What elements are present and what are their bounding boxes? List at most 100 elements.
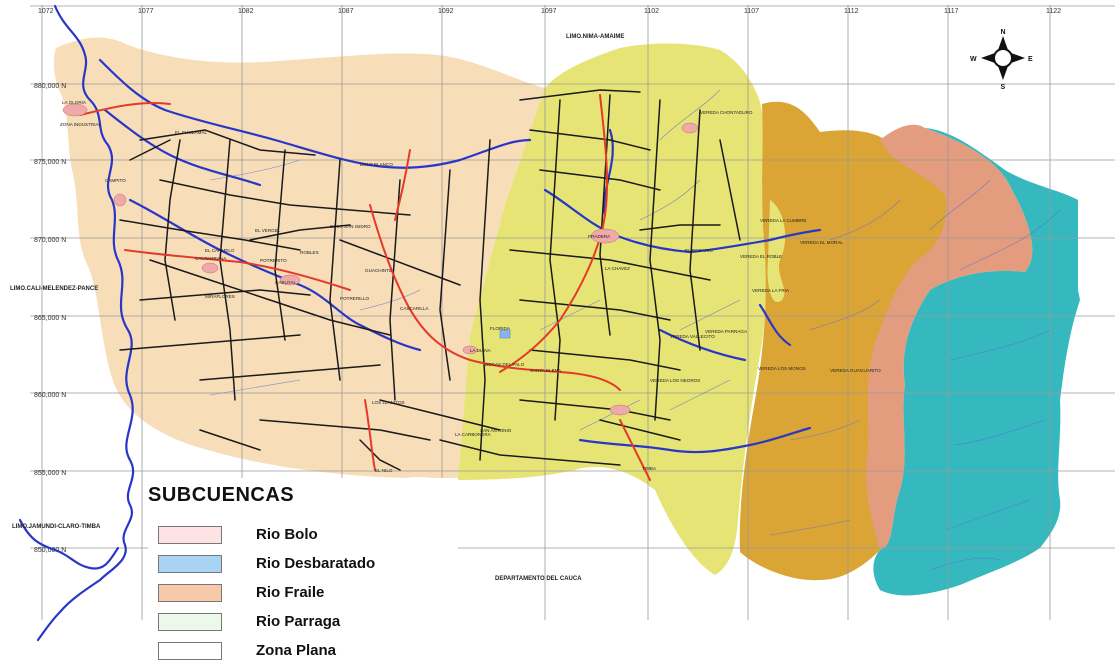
fraile-patch <box>808 239 861 299</box>
x-tick: 1107 <box>744 8 759 15</box>
place-label: VEREDA LA FRIA <box>752 288 790 293</box>
place-label: VEREDA EL ROBLE <box>740 254 782 259</box>
place-label: LA CARBONERA <box>455 432 492 437</box>
highway-southeast <box>619 419 651 481</box>
river-central <box>603 128 614 217</box>
highway-north <box>79 101 171 116</box>
place-label: VEREDA CHONTADURO <box>700 110 753 115</box>
place-label: BOLO BLANCO <box>360 162 393 167</box>
highway-south <box>364 399 376 471</box>
place-label: POTRERILLO <box>340 296 370 301</box>
legend-swatch <box>158 584 222 602</box>
highways <box>79 94 651 481</box>
boundary-labels: LIMO.NIMA-AMAIME LIMO.CALI-MELENDEZ-PANC… <box>10 34 624 582</box>
zona-plana-region <box>53 37 545 481</box>
river-east <box>658 328 747 362</box>
place-label: VEREDA LOS MONOS <box>758 366 806 371</box>
x-tick: 1112 <box>844 8 859 15</box>
legend-label: Rio Fraile <box>256 584 325 601</box>
place-label: MIRAFLORES <box>205 294 235 299</box>
y-tick: 865,000 N <box>34 315 66 322</box>
legend-label: Zona Plana <box>256 642 337 659</box>
settlement-la-gloria <box>62 103 88 117</box>
place-label: EL ROSARIO <box>685 248 713 253</box>
x-tick: 1072 <box>38 8 54 15</box>
boundary-label-north: LIMO.NIMA-AMAIME <box>566 34 624 40</box>
compass-center <box>993 48 1013 68</box>
compass-letter-w: W <box>970 56 977 63</box>
place-label: CABUYAL <box>275 280 297 285</box>
y-tick: 880,000 N <box>34 83 66 90</box>
compass-letter-s: S <box>1001 84 1006 91</box>
settlement-el-carmelo <box>201 262 219 274</box>
boundary-label-south: DEPARTAMENTO DEL CAUCA <box>495 576 582 582</box>
boundary-label-southwest: LIMO.JAMUNDI-CLARO-TIMBA <box>12 524 101 530</box>
compass-rose: N S E W <box>970 29 1033 91</box>
place-label: CASCARILLA <box>400 306 430 311</box>
legend-label: Rio Desbaratado <box>256 555 376 572</box>
rio-cauca-side <box>18 518 120 570</box>
settlement-bolo-blanco <box>609 404 631 416</box>
legend-swatch <box>158 555 222 573</box>
place-labels: LA GLORIA ZONA INDUSTRIAL EL CHUZAMAL CA… <box>60 100 881 473</box>
settlement-cabuyal <box>279 274 301 286</box>
place-label: GUACHINTE <box>365 268 392 273</box>
legend-swatch <box>158 526 222 544</box>
y-tick: 875,000 N <box>34 159 66 166</box>
rio-parraga-main <box>543 188 822 254</box>
legend-label: Rio Bolo <box>256 526 318 543</box>
legend-title: SUBCUENCAS <box>148 484 295 506</box>
compass-arm-north <box>998 36 1008 50</box>
rio-desbaratado-region <box>873 128 1080 596</box>
place-label: LA DIANA <box>470 348 492 353</box>
x-tick: 1077 <box>138 8 154 15</box>
rio-bolo-main <box>98 58 532 169</box>
place-label: FLORIDA <box>490 326 511 331</box>
settlement-campito <box>113 193 127 207</box>
compass-letter-n: N <box>1001 29 1006 36</box>
place-label: ROBLES <box>300 250 319 255</box>
road-network <box>119 89 741 471</box>
place-label: ZONA INDUSTRIAL <box>60 122 102 127</box>
highway-central <box>369 204 621 391</box>
x-tick: 1082 <box>238 8 254 15</box>
settlement-pradera <box>590 228 620 244</box>
place-label: CANTARRANA <box>195 256 227 261</box>
compass-arm-east <box>1011 53 1025 63</box>
settlement-florida <box>499 329 511 339</box>
legend-swatch <box>158 642 222 660</box>
place-label: VEREDA EL MORAL <box>800 240 843 245</box>
highway-north-south <box>499 94 609 373</box>
place-label: EL CHUZAMAL <box>175 130 207 135</box>
place-label: LA GLORIA <box>62 100 87 105</box>
x-tick: 1087 <box>338 8 354 15</box>
rio-desbaratado-main <box>578 426 812 454</box>
boundary-label-west: LIMO.CALI-MELENDEZ-PANCE <box>10 286 98 292</box>
settlements <box>62 103 699 416</box>
settlement-bocas-del-palo <box>462 345 478 355</box>
river-north-west <box>103 108 262 187</box>
y-tick: 855,000 N <box>34 470 66 477</box>
legend-swatch <box>158 613 222 631</box>
x-tick: 1117 <box>944 8 959 15</box>
yellow-patch <box>767 200 786 302</box>
x-tick-labels: 1072 1077 1082 1087 1092 1097 1102 1107 … <box>38 8 1061 15</box>
place-label: TIMBA <box>642 466 657 471</box>
x-tick: 1097 <box>541 8 557 15</box>
rio-bolo-region <box>865 124 1033 550</box>
streams <box>209 89 1061 571</box>
place-label: VEREDA PARRAGA <box>705 329 748 334</box>
y-tick-labels: 880,000 N 875,000 N 870,000 N 865,000 N … <box>34 83 66 554</box>
place-label: LA CHAVEZ <box>605 266 630 271</box>
compass-letter-e: E <box>1028 56 1033 63</box>
rio-cauca <box>36 4 135 642</box>
place-label: POTRERITO <box>260 258 287 263</box>
place-label: EL VERGEL <box>255 228 281 233</box>
y-tick: 860,000 N <box>34 392 66 399</box>
zone-layers <box>53 37 1080 596</box>
x-tick: 1122 <box>1046 8 1061 15</box>
river-valley <box>758 303 792 347</box>
legend: SUBCUENCAS Rio Bolo Rio Desbaratado Rio … <box>148 478 458 663</box>
compass-arm-west <box>981 53 995 63</box>
y-tick: 870,000 N <box>34 237 66 244</box>
